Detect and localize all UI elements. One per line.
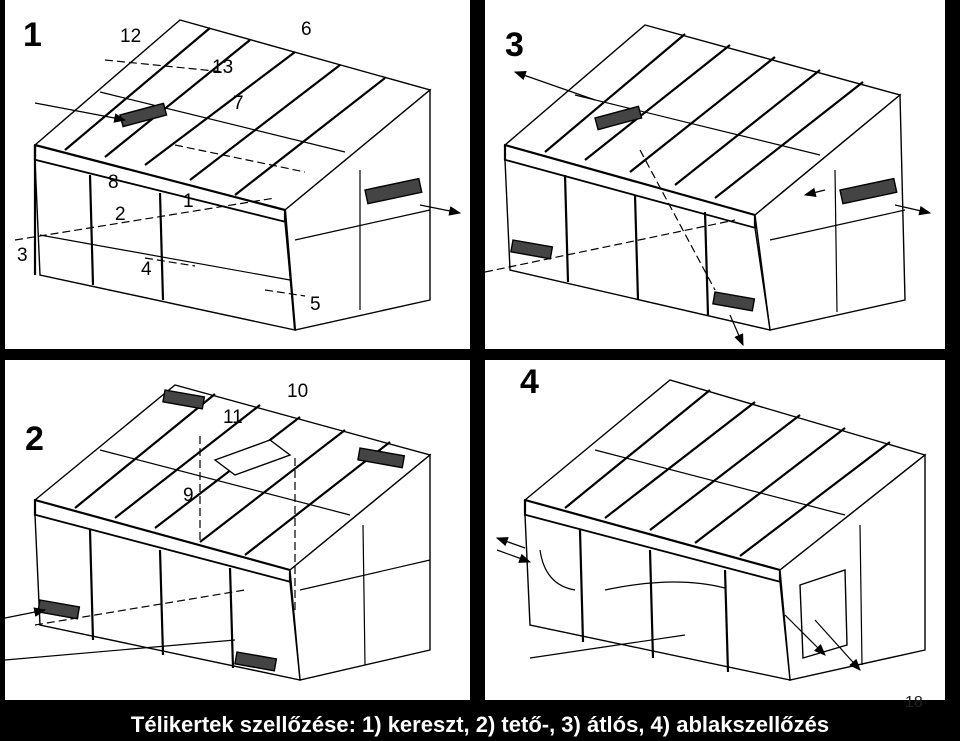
- label-13: 13: [212, 57, 234, 78]
- label-9: 9: [183, 485, 194, 506]
- panel-number-3: 3: [505, 26, 524, 64]
- page-number: 18: [905, 694, 923, 711]
- diagram-panel-3: 3: [485, 0, 945, 349]
- diagram-panel-2: 2 10 11 9: [5, 360, 470, 700]
- diagram-panel-4: 4: [485, 360, 945, 700]
- label-4: 4: [141, 259, 152, 280]
- label-6: 6: [301, 19, 312, 40]
- winter-garden-drawing-1: [14, 19, 462, 331]
- panel-number-2: 2: [25, 420, 44, 458]
- winter-garden-drawing-4: [495, 379, 927, 681]
- label-2: 2: [115, 204, 126, 225]
- panel-number-1: 1: [23, 16, 42, 54]
- panel-number-4: 4: [520, 363, 539, 401]
- label-12: 12: [120, 26, 142, 47]
- winter-garden-drawing-3: [485, 24, 932, 347]
- winter-garden-drawing-2: [5, 384, 432, 681]
- label-7: 7: [233, 93, 244, 114]
- diagram-panel-1: 1 12 13 6 7 8 1 2 3 4 5: [5, 0, 470, 349]
- label-8: 8: [108, 172, 119, 193]
- label-3: 3: [17, 245, 28, 266]
- label-11: 11: [223, 407, 243, 428]
- label-10: 10: [287, 381, 309, 402]
- label-5: 5: [310, 294, 321, 315]
- caption: Télikertek szellőzése: 1) kereszt, 2) te…: [130, 712, 830, 737]
- label-1: 1: [183, 191, 194, 212]
